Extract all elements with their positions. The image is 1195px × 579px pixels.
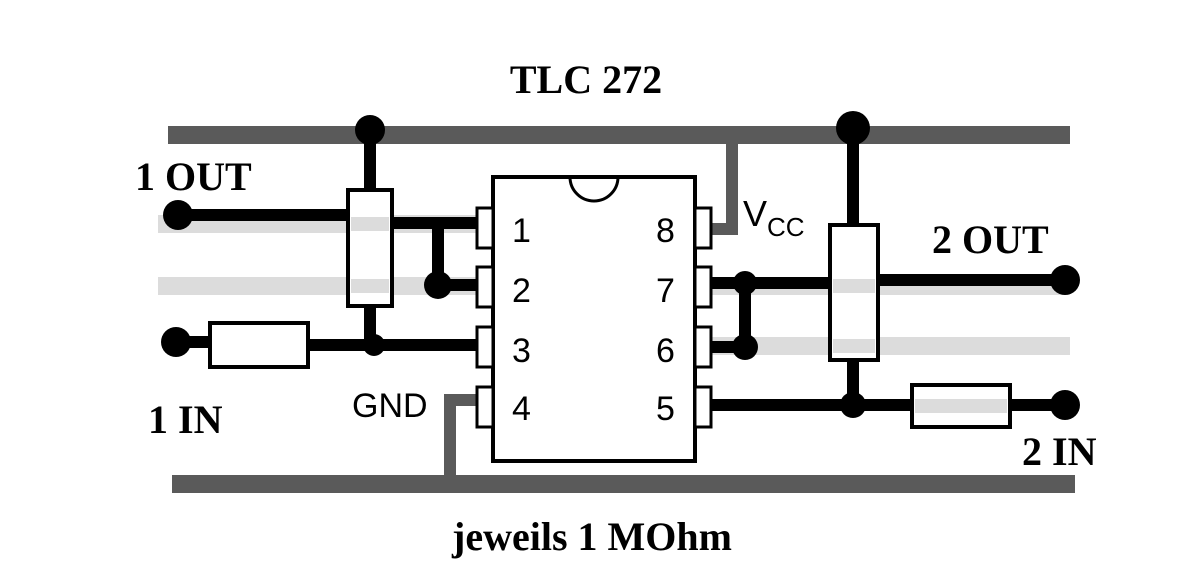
pin-7-label: 7 [656, 272, 675, 310]
pin-5-lead [693, 385, 713, 429]
label-in1: 1 IN [148, 397, 223, 442]
pin-4-label: 4 [512, 390, 531, 428]
pin-1-label: 1 [512, 212, 531, 250]
dot-pin5 [840, 392, 866, 418]
ic-package: 1 2 3 4 8 7 6 5 [475, 175, 713, 463]
dot-pin6 [732, 334, 758, 360]
resistor-r2 [910, 383, 1012, 429]
pin-3-label: 3 [512, 332, 531, 370]
label-vcc: VCC [743, 193, 805, 242]
resistors [208, 188, 1012, 429]
power-rails [168, 126, 1075, 493]
label-in2: 2 IN [1022, 429, 1097, 474]
pin-2-label: 2 [512, 272, 531, 310]
diagram-title: TLC 272 [510, 57, 662, 102]
pin-6-lead [693, 325, 713, 369]
junction-dots [161, 111, 1080, 420]
ic-pins [475, 206, 713, 429]
dot-out2 [1050, 265, 1080, 295]
strip-row-4 [700, 337, 1070, 355]
pin-4-lead [475, 385, 495, 429]
top-rail [168, 126, 1070, 144]
wire-pin1-pin2 [432, 217, 478, 291]
dot-pin7 [733, 271, 757, 295]
wires-left [178, 130, 478, 351]
wire-pin7-pin6 [710, 277, 751, 353]
pin-5-label: 5 [656, 390, 675, 428]
pin-3-lead [475, 325, 495, 369]
resistor-rv2 [828, 223, 880, 362]
wires-right [710, 130, 1065, 411]
pin-2-lead [475, 265, 495, 309]
resistor-r1 [208, 321, 310, 369]
label-gnd: GND [352, 387, 428, 425]
gnd-wire [444, 394, 478, 484]
label-vcc-sub: CC [767, 212, 805, 242]
ic-body [491, 175, 697, 463]
dot-pin3 [363, 334, 385, 356]
pin-8-label: 8 [656, 212, 675, 250]
resistor-rv1 [346, 188, 394, 308]
dot-pin2 [424, 271, 452, 299]
pin-6-label: 6 [656, 332, 675, 370]
bottom-rail [172, 475, 1075, 493]
strip-row-2 [158, 277, 493, 295]
dot-top-left [355, 115, 385, 145]
ic-notch [568, 176, 620, 203]
vcc-wire [710, 135, 738, 235]
label-out1: 1 OUT [135, 154, 252, 199]
pin-1-lead [475, 206, 495, 250]
label-vcc-main: V [743, 193, 767, 234]
dot-in2 [1050, 390, 1080, 420]
dot-in1 [161, 327, 191, 357]
pin-7-lead [693, 265, 713, 309]
pin-8-lead [693, 206, 713, 250]
dot-out1 [163, 200, 193, 230]
label-out2: 2 OUT [932, 217, 1049, 262]
diagram-footer: jeweils 1 MOhm [451, 514, 732, 559]
dot-top-right [836, 111, 870, 145]
